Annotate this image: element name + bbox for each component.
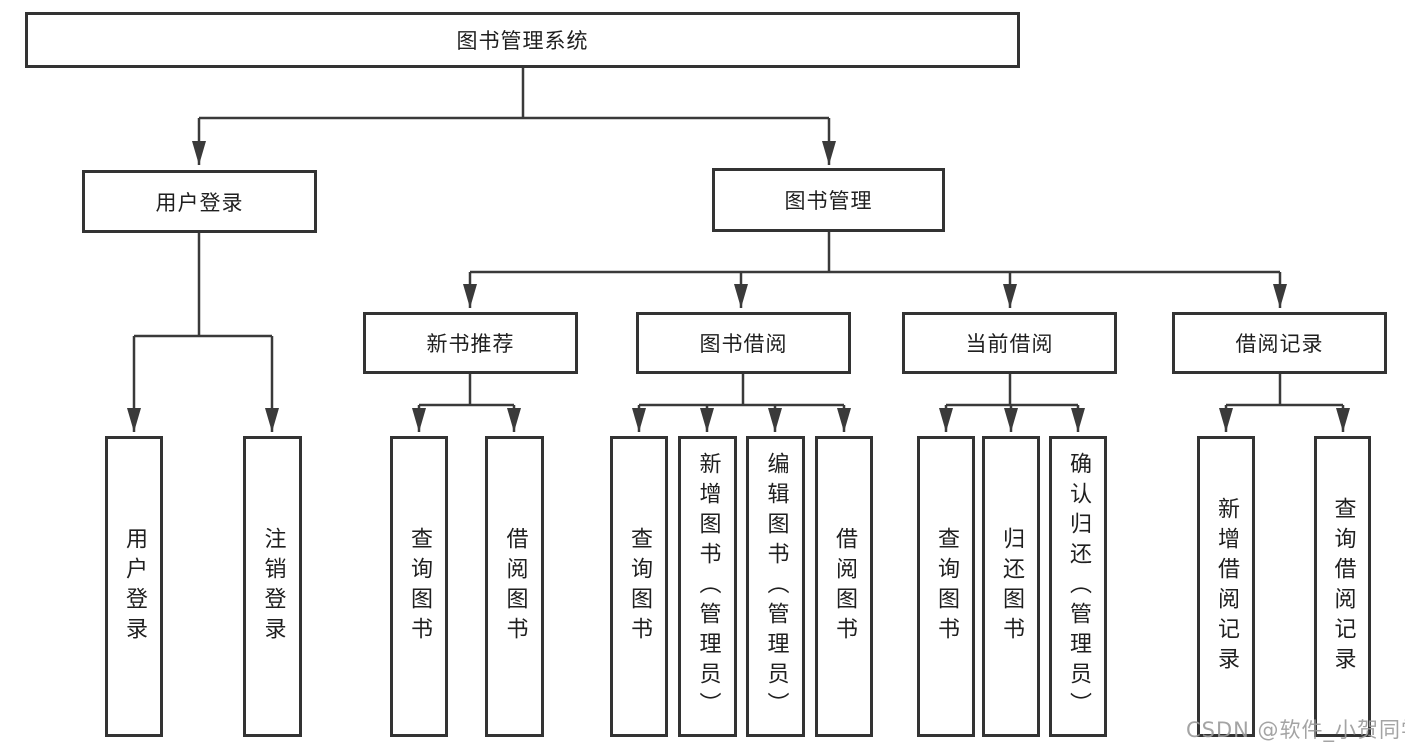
node-current-borrowing: 当前借阅 bbox=[902, 312, 1117, 374]
node-book-management: 图书管理 bbox=[712, 168, 945, 232]
leaf-return-books: 归还图书 bbox=[982, 436, 1040, 737]
node-new-book-recommendation: 新书推荐 bbox=[363, 312, 578, 374]
leaf-add-borrow-record: 新增借阅记录 bbox=[1197, 436, 1255, 737]
watermark: CSDN @软件_小贺同学 bbox=[1186, 718, 1405, 742]
leaf-query-books-current: 查询图书 bbox=[917, 436, 975, 737]
leaf-borrow-books: 借阅图书 bbox=[815, 436, 873, 737]
leaf-user-login: 用户登录 bbox=[105, 436, 163, 737]
leaf-query-books-recommend: 查询图书 bbox=[390, 436, 448, 737]
leaf-query-borrow-record: 查询借阅记录 bbox=[1314, 436, 1371, 737]
leaf-edit-books-admin: 编辑图书（管理员） bbox=[746, 436, 805, 737]
node-book-borrowing: 图书借阅 bbox=[636, 312, 851, 374]
node-library-management-system: 图书管理系统 bbox=[25, 12, 1020, 68]
leaf-add-books-admin: 新增图书（管理员） bbox=[678, 436, 737, 737]
node-borrowing-records: 借阅记录 bbox=[1172, 312, 1387, 374]
leaf-logout-login: 注销登录 bbox=[243, 436, 302, 737]
leaf-confirm-return-admin: 确认归还（管理员） bbox=[1049, 436, 1107, 737]
leaf-query-books-borrow: 查询图书 bbox=[610, 436, 668, 737]
leaf-borrow-books-recommend: 借阅图书 bbox=[485, 436, 544, 737]
node-user-login: 用户登录 bbox=[82, 170, 317, 233]
